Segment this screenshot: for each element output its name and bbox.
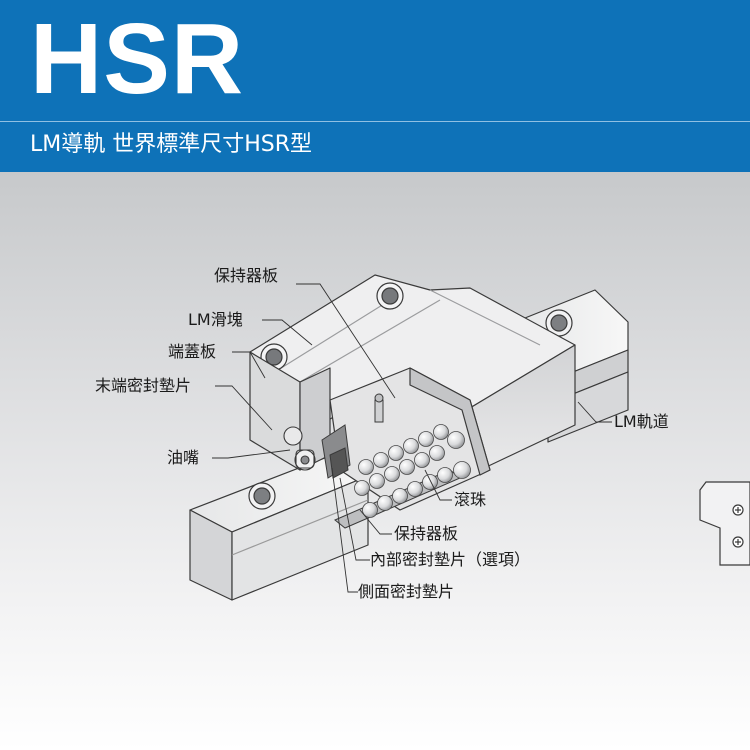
label-retainer-plate-bottom: 保持器板	[394, 524, 459, 543]
header-banner: HSR LM導軌 世界標準尺寸HSR型	[0, 0, 750, 172]
grease-nipple-icon	[283, 426, 316, 471]
label-end-plate: 端蓋板	[168, 342, 217, 361]
label-retainer-plate-top: 保持器板	[214, 266, 279, 285]
ball-rows	[354, 424, 471, 518]
header-divider	[0, 121, 750, 122]
label-lm-block: LM滑塊	[188, 310, 243, 329]
callout-leaders	[212, 283, 612, 593]
product-title: HSR	[30, 3, 245, 115]
label-grease-nipple: 油嘴	[167, 448, 200, 467]
label-end-seal: 末端密封墊片	[95, 376, 192, 395]
product-subtitle: LM導軌 世界標準尺寸HSR型	[30, 132, 313, 157]
label-lm-rail: LM軌道	[614, 412, 669, 431]
end-seal	[321, 424, 351, 479]
label-side-seal: 側面密封墊片	[358, 582, 455, 601]
label-inner-seal: 內部密封墊片（選項）	[370, 550, 531, 569]
adjacent-product-fragment	[699, 481, 750, 566]
label-balls: 滾珠	[454, 490, 487, 509]
